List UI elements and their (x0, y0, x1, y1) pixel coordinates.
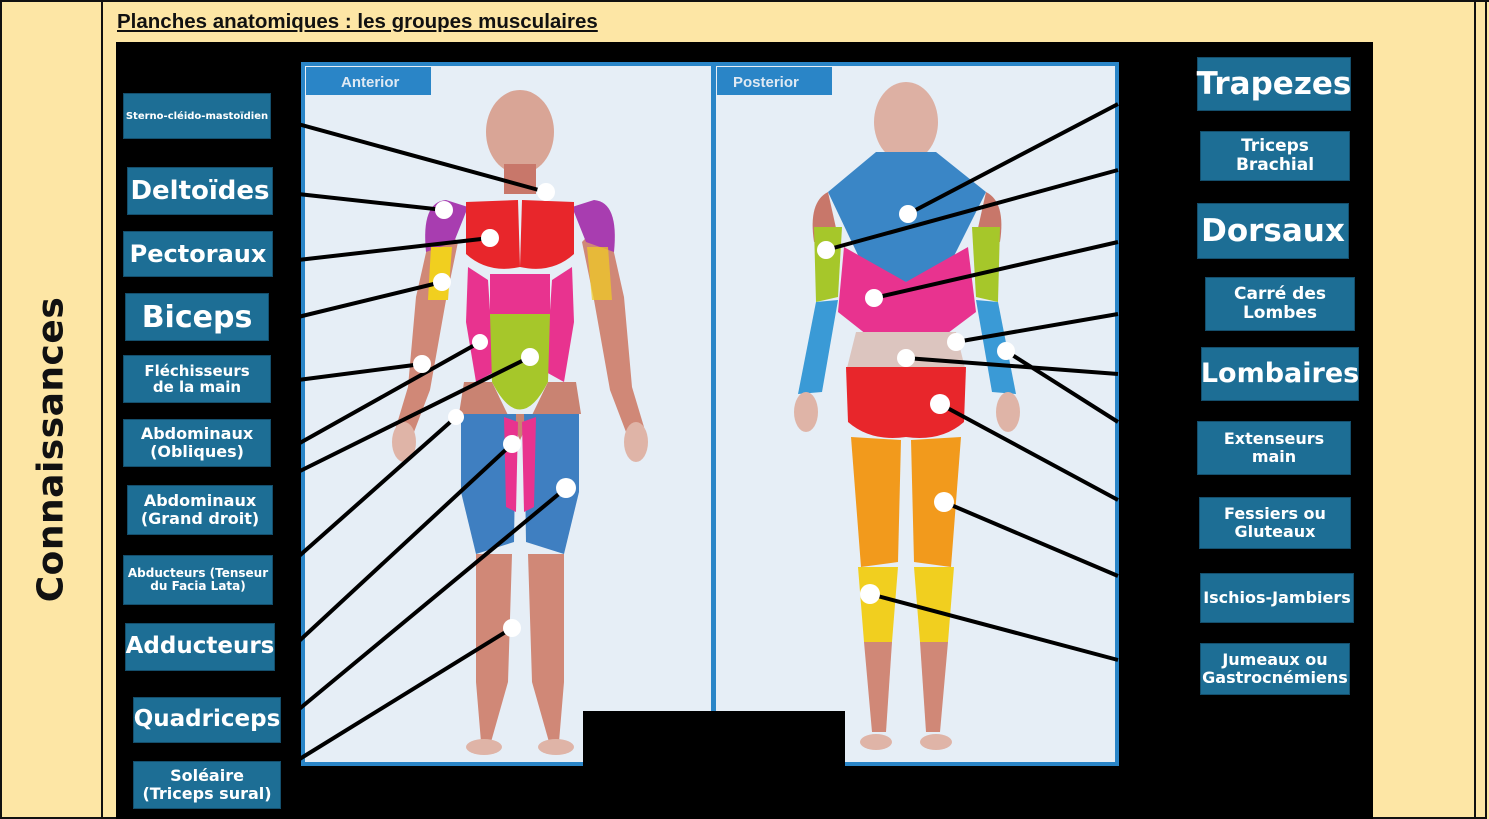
label-dorsaux: Dorsaux (1198, 204, 1348, 258)
calf-right (914, 567, 954, 642)
label-sterno-cleido-mastoidien: Sterno-cléido-mastoïdien (124, 94, 270, 138)
label-pectoraux: Pectoraux (124, 232, 272, 276)
label-quadriceps: Quadriceps (134, 698, 280, 742)
label-abducteurs: Abducteurs (Tenseur du Facia Lata) (124, 556, 272, 604)
page-title: Planches anatomiques : les groupes muscu… (117, 10, 598, 34)
label-carre-des-lombes: Carré des Lombes (1206, 278, 1354, 330)
right-border (1474, 0, 1476, 819)
upper-abs (490, 274, 550, 314)
label-triceps-brachial: Triceps Brachial (1201, 132, 1349, 180)
anatomy-diagram: Anterior Posterior (116, 42, 1373, 819)
posterior-tab-label: Posterior (733, 74, 799, 91)
label-extenseurs-main: Extenseurs main (1198, 422, 1350, 474)
label-fessiers: Fessiers ou Gluteaux (1200, 498, 1350, 548)
label-jumeaux: Jumeaux ou Gastrocnémiens (1201, 644, 1349, 694)
calf-left (858, 567, 898, 642)
label-ischios-jambiers: Ischios-Jambiers (1201, 574, 1353, 622)
label-flechisseurs: Fléchisseurs de la main (124, 356, 270, 402)
label-abdominaux-obliques: Abdominaux (Obliques) (124, 420, 270, 466)
adductor-left (504, 417, 518, 512)
label-lombaires: Lombaires (1202, 348, 1358, 400)
side-label-cell: Connaissances (0, 0, 101, 819)
label-biceps: Biceps (126, 294, 268, 340)
black-box (583, 711, 845, 819)
pectoral-right (520, 200, 574, 269)
side-label: Connaissances (30, 297, 71, 603)
label-deltoides: Deltoïdes (128, 168, 272, 214)
label-abdominaux-grand-droit: Abdominaux (Grand droit) (128, 486, 272, 534)
label-trapezes: Trapezes (1198, 58, 1350, 110)
label-adducteurs: Adducteurs (126, 624, 274, 670)
anterior-tab-label: Anterior (341, 74, 400, 91)
column-divider (101, 0, 103, 819)
triceps-left (814, 227, 842, 302)
top-border (0, 0, 1489, 2)
label-soleaire: Soléaire (Triceps sural) (134, 762, 280, 808)
